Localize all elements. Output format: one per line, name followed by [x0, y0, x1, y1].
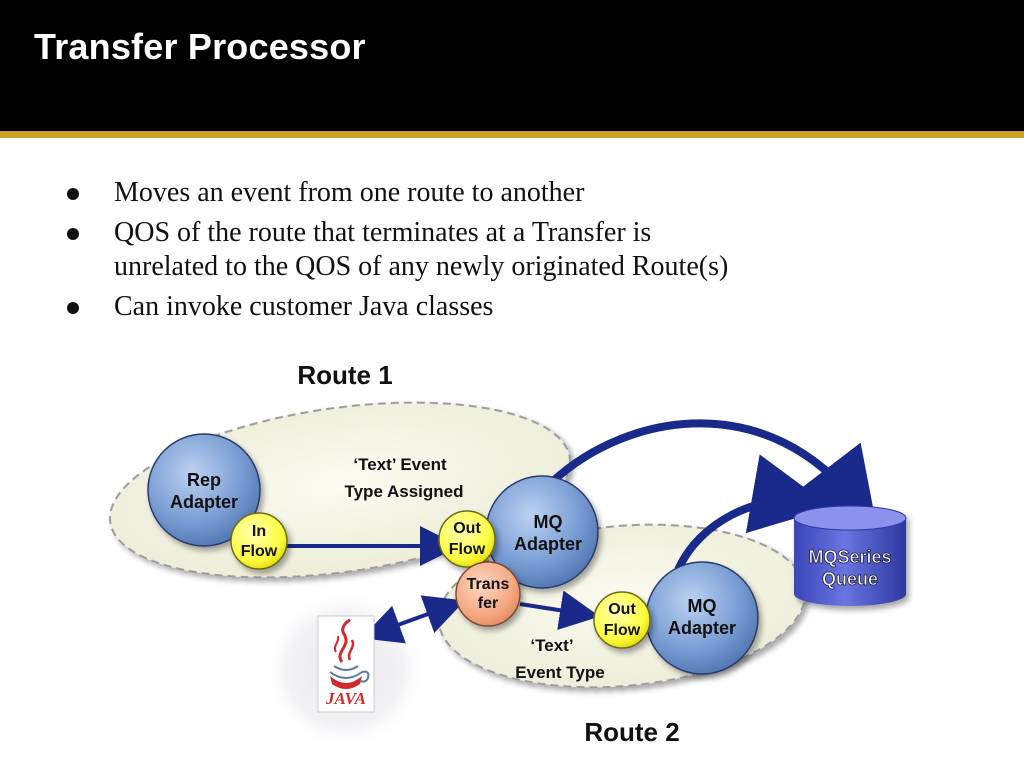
rep-adapter-node: Rep Adapter: [147, 433, 261, 547]
svg-text:MQ: MQ: [534, 512, 563, 532]
svg-text:Flow: Flow: [449, 541, 486, 558]
text-event-assigned-label-1: ‘Text’ Event: [353, 455, 447, 474]
text-event-type-label-1: ‘Text’: [530, 636, 573, 655]
slide-title: Transfer Processor: [34, 26, 366, 67]
arrow-java-transfer: [361, 595, 466, 644]
bullet-dot-icon: [67, 228, 79, 240]
svg-text:fer: fer: [478, 595, 498, 612]
bullet-dot-icon: [67, 302, 79, 314]
svg-text:Adapter: Adapter: [514, 534, 582, 554]
slide-header: [0, 0, 1024, 131]
svg-text:Rep: Rep: [187, 470, 221, 490]
svg-text:Out: Out: [608, 601, 636, 618]
arrow-mq2-to-queue: [674, 454, 832, 572]
svg-text:Queue: Queue: [822, 569, 878, 589]
arrow-transfer-to-out-flow: [519, 590, 600, 631]
mqseries-queue-node: MQSeries Queue: [793, 505, 907, 606]
mq-adapter-2-node: MQ Adapter: [645, 561, 759, 675]
text-event-type-label-2: Event Type: [515, 663, 604, 682]
java-logo: JAVA: [317, 615, 375, 713]
in-flow-node: In Flow: [230, 512, 288, 570]
svg-text:JAVA: JAVA: [325, 689, 366, 708]
text-event-assigned-label-2: Type Assigned: [344, 482, 463, 501]
arrow-mq1-to-queue: [549, 419, 878, 531]
out-flow-2-node: Out Flow: [593, 591, 651, 649]
svg-text:Adapter: Adapter: [668, 618, 736, 638]
bullet-item: QOS of the route that terminates at a Tr…: [62, 216, 982, 250]
out-flow-1-node: Out Flow: [438, 510, 496, 568]
svg-text:Trans: Trans: [467, 576, 510, 593]
bullet-dot-icon: [67, 188, 79, 200]
mq-adapter-1-node: MQ Adapter: [485, 475, 599, 589]
transfer-node: Trans fer: [455, 561, 521, 627]
bullet-list: Moves an event from one route to another…: [62, 176, 982, 330]
header-accent-rule: [0, 131, 1024, 138]
svg-text:Flow: Flow: [604, 622, 641, 639]
svg-text:MQSeries: MQSeries: [808, 547, 891, 567]
svg-text:Out: Out: [453, 520, 481, 537]
route-1-label: Route 1: [297, 360, 392, 390]
bullet-item: Moves an event from one route to another: [62, 176, 982, 210]
route-2-label: Route 2: [584, 717, 679, 747]
bullet-item: Can invoke customer Java classes: [62, 290, 982, 324]
svg-text:In: In: [252, 523, 266, 540]
svg-text:MQ: MQ: [688, 596, 717, 616]
svg-text:Adapter: Adapter: [170, 492, 238, 512]
svg-text:Flow: Flow: [241, 543, 278, 560]
bullet-item-continuation: unrelated to the QOS of any newly origin…: [114, 251, 729, 282]
